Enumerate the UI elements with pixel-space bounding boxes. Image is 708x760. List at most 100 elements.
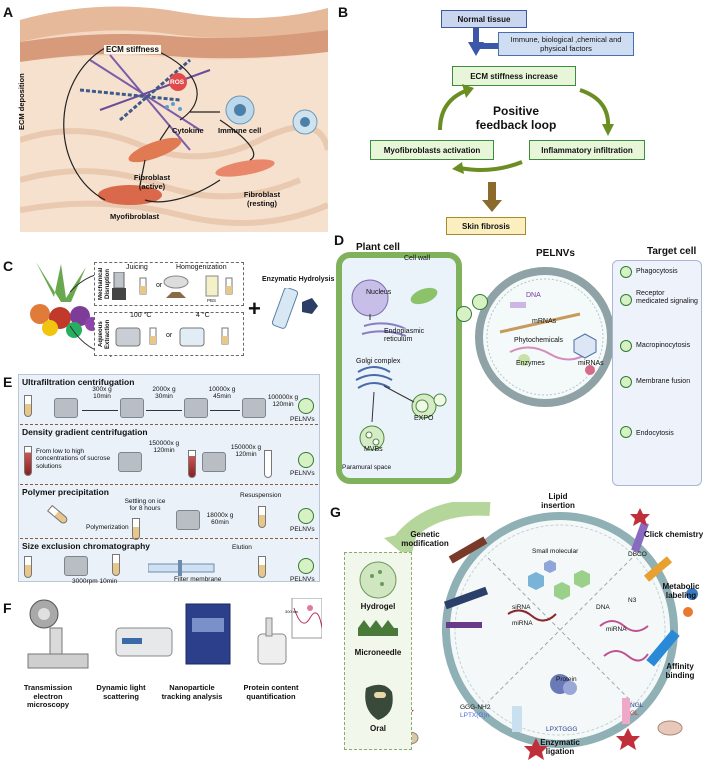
section-divider <box>20 424 318 425</box>
section-divider <box>20 538 318 539</box>
dna-label: DNA <box>526 292 541 299</box>
size-title: Size exclusion chromatography <box>22 541 151 551</box>
pelnv-vesicle-graphic <box>475 267 615 407</box>
delivery-forms-graphic <box>358 561 398 720</box>
panel-a-skin-illustration <box>20 0 328 232</box>
gl-label: GL <box>630 710 639 717</box>
panel-label-g: G <box>330 504 341 520</box>
mirnas-label: miRNAs <box>578 360 604 367</box>
dna-label-g: DNA <box>596 604 610 611</box>
filter-label: Filter membrane <box>174 576 222 583</box>
panel-label-f: F <box>3 600 12 616</box>
pelnv-release-vesicle <box>456 306 472 322</box>
pelnv-result <box>298 398 314 414</box>
normal-tissue-box: Normal tissue <box>441 10 527 28</box>
loop-arrows-graphic <box>438 84 614 136</box>
or-label-2: or <box>166 332 173 339</box>
ultra-step-1: 300x g 10min <box>92 386 112 401</box>
mvbs-label: MVBs <box>364 446 383 453</box>
centrifuge <box>118 452 142 472</box>
nucleus-label: Nucleus <box>366 289 392 296</box>
gradient-tube <box>24 446 32 476</box>
centrifuge <box>202 452 226 472</box>
plant-materials-graphic <box>30 262 99 338</box>
elution-label: Elution <box>232 544 252 551</box>
centrifuge <box>184 398 208 418</box>
golgi-label: Golgi complex <box>356 358 401 365</box>
genetic-modification-label: Genetic modification <box>401 530 449 549</box>
microneedle-label: Microneedle <box>354 648 402 657</box>
settling-label: Settling on ice for 8 hours <box>124 498 166 513</box>
fibrosis-arrows-graphic <box>452 160 523 212</box>
pelnvs-label: PELNVs <box>290 416 315 423</box>
uptake-membrane-fusion: Membrane fusion <box>636 378 691 385</box>
plant-cell-title: Plant cell <box>356 242 400 253</box>
nta-label: Nanoparticle tracking analysis <box>161 683 223 701</box>
or-label-1: or <box>156 282 163 289</box>
target-cell-title: Target cell <box>647 246 697 257</box>
pelnvs-label: PELNVs <box>290 526 315 533</box>
uptake-receptor: Receptor medicated signaling <box>636 290 698 306</box>
skin-layers-graphic <box>20 0 328 232</box>
mechanical-equipment-graphic <box>112 272 233 300</box>
pelnvs-label: PELNVs <box>290 470 315 477</box>
expo-label: EXPO <box>414 415 434 422</box>
sample-tube <box>132 518 140 540</box>
loop-label: Positive feedback loop <box>475 104 557 133</box>
uptake-vesicle <box>620 266 632 278</box>
cell-wall-label: Cell wall <box>404 255 431 262</box>
metabolic-labeling-label: Metabolic labeling <box>662 582 700 601</box>
ggg-label: GGG-NH2 <box>460 704 491 711</box>
sample-tube <box>258 556 266 578</box>
lpxtggg-label: LPXTGGG <box>546 726 578 733</box>
uptake-vesicle <box>620 376 632 388</box>
panel-label-a: A <box>3 4 14 20</box>
lptx-label: LPTX(G)n <box>460 712 490 719</box>
sample-tube <box>24 556 32 578</box>
plant-organelles-graphic <box>351 279 447 451</box>
mrnas-label: mRNAs <box>532 318 557 325</box>
pelnvs-label: PELNVs <box>290 576 315 583</box>
temp-4-label: 4 °C <box>196 312 210 319</box>
mirna-label-1: miRNA <box>512 620 533 627</box>
small-molecular-label: Small molecular <box>532 548 579 555</box>
flow-arrow <box>82 410 118 411</box>
ngl-label: NGL <box>630 702 644 709</box>
mechanical-label: Mechanical Disruption <box>98 267 111 301</box>
polymer-step: 18000x g 60min <box>206 512 234 527</box>
protein-label: Protein content quantification <box>243 683 299 701</box>
flow-arrow <box>210 410 240 411</box>
panel-label-b: B <box>338 4 349 20</box>
centrifuge <box>64 556 88 576</box>
uptake-phagocytosis: Phagocytosis <box>636 268 678 275</box>
ultra-step-4: 100000x g 120min <box>267 394 299 409</box>
uptake-vesicle <box>620 340 632 352</box>
flow-arrow <box>146 410 182 411</box>
inflammatory-box: Inflammatory infiltration <box>529 140 645 160</box>
uptake-endocytosis: Endocytosis <box>636 430 674 437</box>
temp-100-label: 100 °C <box>130 312 152 319</box>
pelnv-release-vesicle <box>472 294 488 310</box>
aqueous-equipment-graphic <box>115 327 229 347</box>
myo-activation-box: Myofibroblasts activation <box>370 140 494 160</box>
oral-label: Oral <box>369 724 386 733</box>
density-desc: From low to high concentrations of sucro… <box>36 448 111 470</box>
plus-sign: + <box>248 296 261 321</box>
centrifuge <box>242 398 266 418</box>
ros-label: ROS <box>170 79 185 86</box>
pelnv-result <box>298 508 314 524</box>
centrifuge <box>120 398 144 418</box>
sample-tube <box>264 450 272 478</box>
fibroblast-resting-label: Fibroblast (resting) <box>243 190 281 208</box>
ecm-stiffness-label: ECM stiffness <box>104 45 161 55</box>
section-divider <box>20 484 318 485</box>
dbco-label: DBCO <box>628 551 647 558</box>
size-step: 3000rpm 10min <box>72 578 118 585</box>
panel-label-e: E <box>3 374 13 390</box>
ultra-step-2: 2000x g 30min <box>152 386 176 401</box>
uptake-macropinocytosis: Macropinocytosis <box>636 342 691 349</box>
click-chemistry-label: Click chemistry <box>644 530 704 539</box>
ecm-increase-box: ECM stiffness increase <box>452 66 576 86</box>
density-title: Density gradient centrifugation <box>22 427 148 437</box>
pelnv-result <box>298 452 314 468</box>
